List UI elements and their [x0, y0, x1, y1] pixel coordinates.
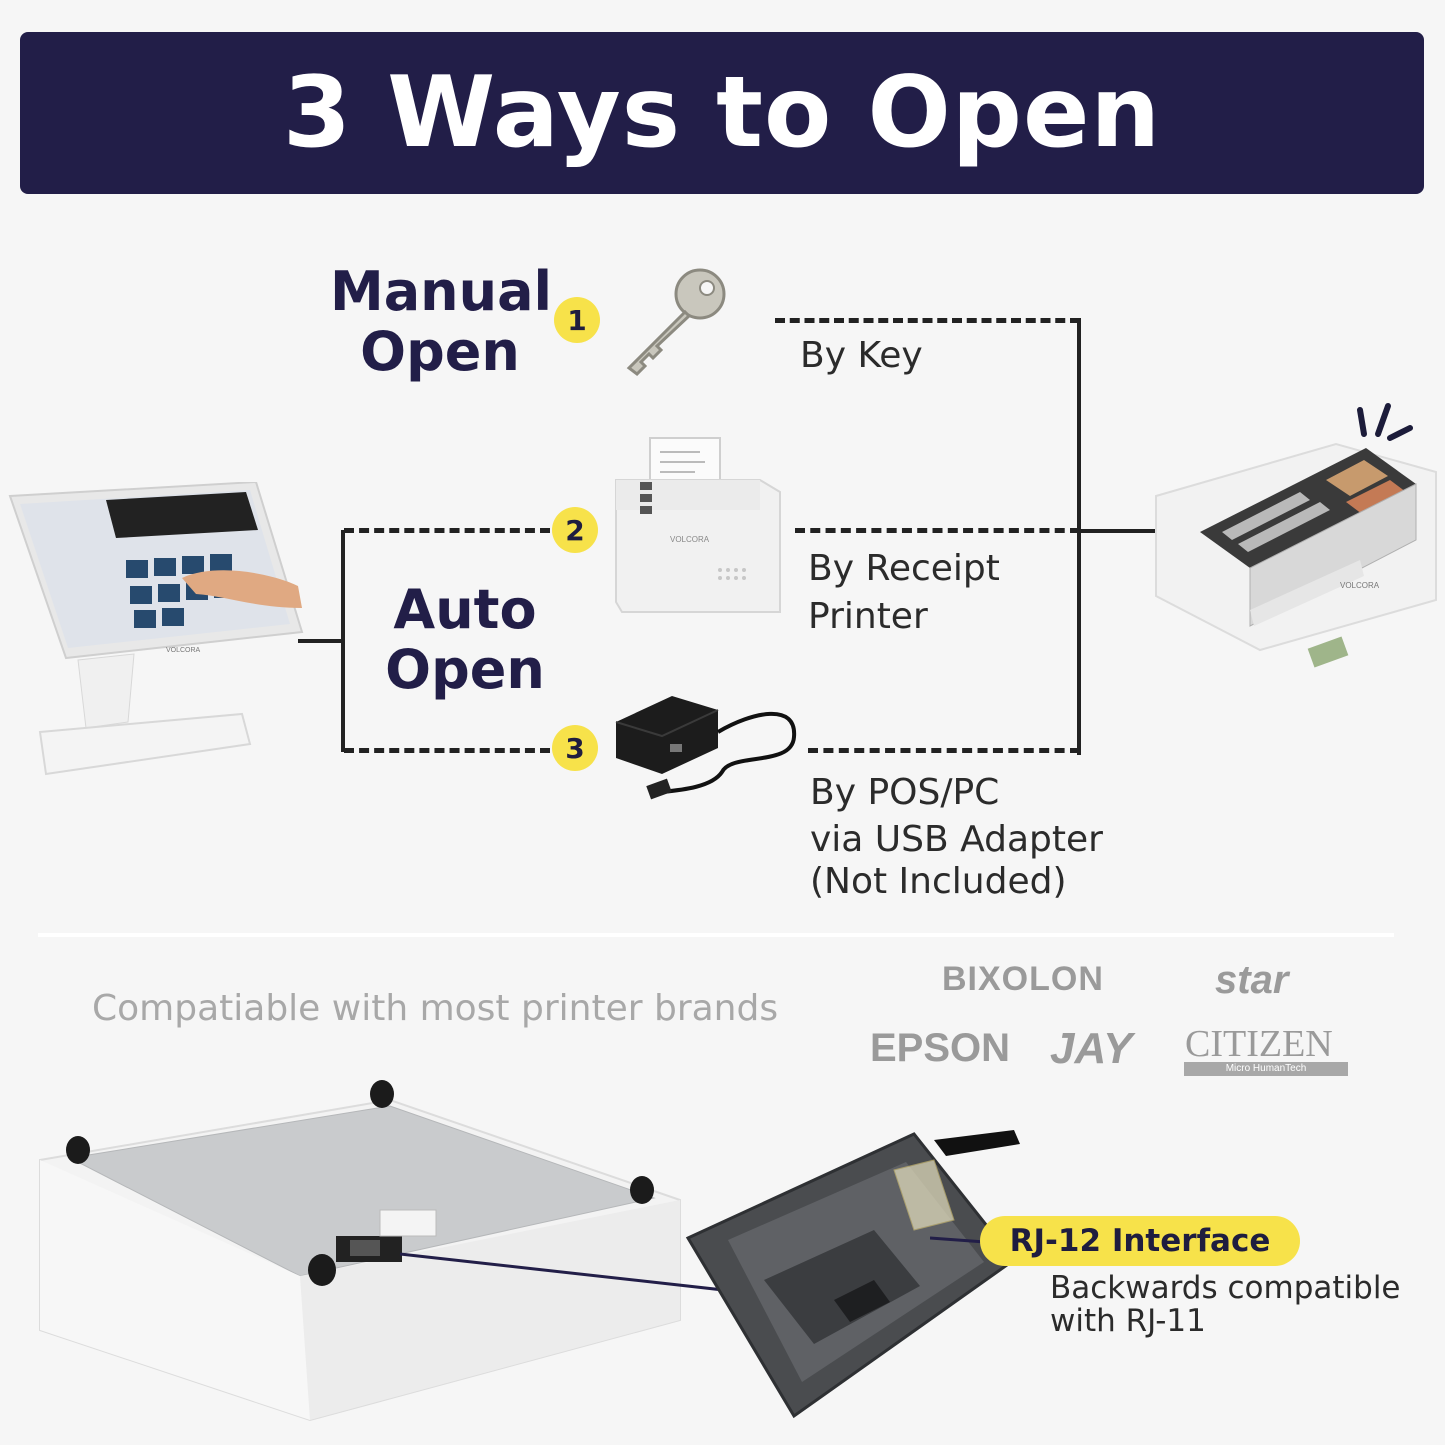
drawer-connector-line [1080, 529, 1156, 533]
brand-star: star [1215, 958, 1289, 1002]
by-receipt-printer-label: By Receipt Printer [808, 545, 1000, 641]
rj12-interface-label: RJ-12 Interface [980, 1216, 1300, 1266]
dashed-line-printer-left [344, 528, 550, 533]
drawer-brand: VOLCORA [1340, 581, 1380, 590]
by-pos-label: By POS/PC via USB Adapter (Not Included) [810, 770, 1103, 900]
printer-label-line1: By Receipt [808, 548, 1000, 589]
pos-brand: VOLCORA [166, 647, 201, 654]
rj12-sub-line1: Backwards compatible [1050, 1270, 1401, 1306]
manual-heading-line2: Open [360, 320, 520, 383]
brand-citizen: CITIZEN [1185, 1023, 1333, 1065]
cash-drawer-open-image: VOLCORA [1155, 403, 1437, 668]
brand-citizen-sub: Micro HumanTech [1184, 1062, 1348, 1076]
brand-jay: JAY [1050, 1024, 1133, 1073]
brand-epson: EPSON [870, 1026, 1011, 1070]
drawer-underside-image [39, 1080, 681, 1422]
auto-heading-line1: Auto [393, 578, 537, 641]
usb-adapter-icon [615, 696, 797, 800]
auto-open-heading: Auto Open [365, 580, 565, 700]
title-banner: 3 Ways to Open [20, 32, 1424, 194]
rj12-compat-text: Backwards compatible with RJ-11 [1050, 1272, 1401, 1338]
pos-connector-line [298, 639, 344, 643]
printer-label-line2: Printer [808, 596, 928, 637]
receipt-printer-icon: VOLCORA [615, 437, 781, 613]
usb-label-line2: via USB Adapter [810, 819, 1103, 860]
printer-brand: VOLCORA [670, 535, 710, 544]
dashed-line-printer-right [795, 528, 1080, 533]
brand-bixolon: BIXOLON [942, 960, 1104, 998]
rj12-port-closeup [685, 1130, 1020, 1419]
usb-label-line1: By POS/PC [810, 772, 1000, 813]
compatibility-text: Compatiable with most printer brands [92, 988, 779, 1029]
dashed-line-usb-left [344, 748, 550, 753]
dashed-line-key [775, 318, 1080, 323]
dashed-line-usb-right [808, 748, 1080, 753]
manual-open-heading: Manual Open [330, 260, 553, 383]
manual-heading-line1: Manual [330, 260, 553, 323]
key-icon [626, 268, 726, 376]
usb-label-line3: (Not Included) [810, 861, 1067, 902]
pill-pointer-line [930, 1236, 986, 1244]
section-divider [38, 933, 1394, 937]
badge-3: 3 [552, 725, 598, 771]
main-vertical-line [1077, 318, 1081, 755]
rj12-sub-line2: with RJ-11 [1050, 1303, 1206, 1339]
badge-2: 2 [552, 507, 598, 553]
pos-terminal-image: VOLCORA [8, 482, 304, 776]
by-key-label: By Key [800, 335, 923, 376]
auto-heading-line2: Open [385, 638, 545, 701]
auto-open-bracket [341, 530, 345, 752]
badge-1: 1 [554, 297, 600, 343]
page-title: 3 Ways to Open [282, 56, 1162, 170]
